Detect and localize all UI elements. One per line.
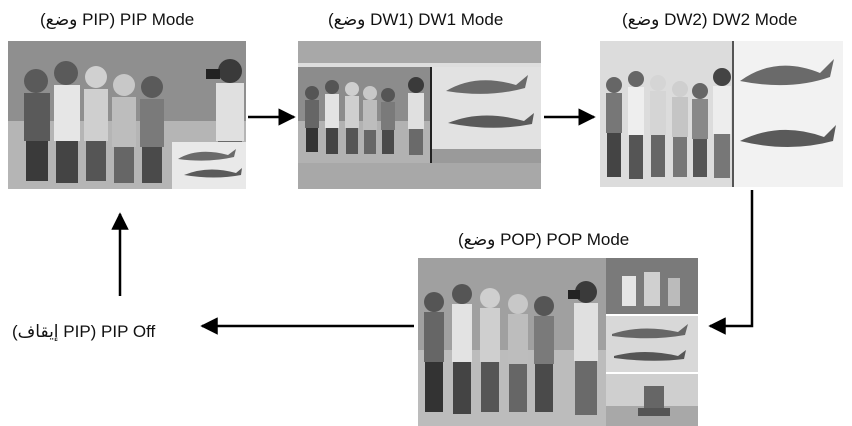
dw2-split-scene: [600, 41, 843, 187]
dw1-mode-screen: [298, 41, 541, 189]
pop-mode-label: (وضع POP) POP Mode: [458, 230, 630, 249]
pip-mode-screen: [8, 41, 246, 189]
pip-off-label: (إيقاف PIP) PIP Off: [12, 322, 156, 341]
pip-children-scene: [8, 41, 246, 189]
pop-mode-screen: [418, 258, 698, 426]
pip-mode-label: (وضع PIP) PIP Mode: [40, 10, 195, 29]
pop-multi-scene: [418, 258, 698, 426]
arrow-dw2-to-pop: [708, 190, 754, 335]
dw1-mode-label: (وضع DW1) DW1 Mode: [328, 10, 504, 29]
dw1-split-scene: [298, 41, 541, 189]
dw2-mode-screen: [600, 41, 843, 187]
dw2-mode-label: (وضع DW2) DW2 Mode: [622, 10, 798, 29]
pip-inset-window: [172, 142, 246, 189]
pop-subwindow-2: [606, 316, 698, 372]
